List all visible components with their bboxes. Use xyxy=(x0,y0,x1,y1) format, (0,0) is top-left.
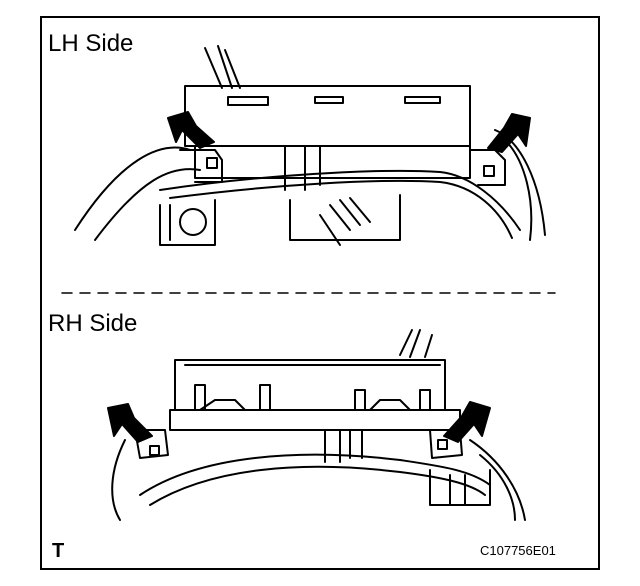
lh-side-illustration xyxy=(74,45,546,246)
lh-side-label: LH Side xyxy=(48,30,134,57)
corner-mark: T xyxy=(52,540,65,562)
lh-right-arrow xyxy=(487,113,531,153)
rh-side-label: RH Side xyxy=(48,310,138,337)
lh-left-arrow xyxy=(167,111,215,149)
rh-left-arrow xyxy=(107,403,153,443)
rh-side-illustration xyxy=(111,329,526,521)
figure-code: C107756E01 xyxy=(480,543,556,558)
rh-right-arrow xyxy=(443,401,491,443)
